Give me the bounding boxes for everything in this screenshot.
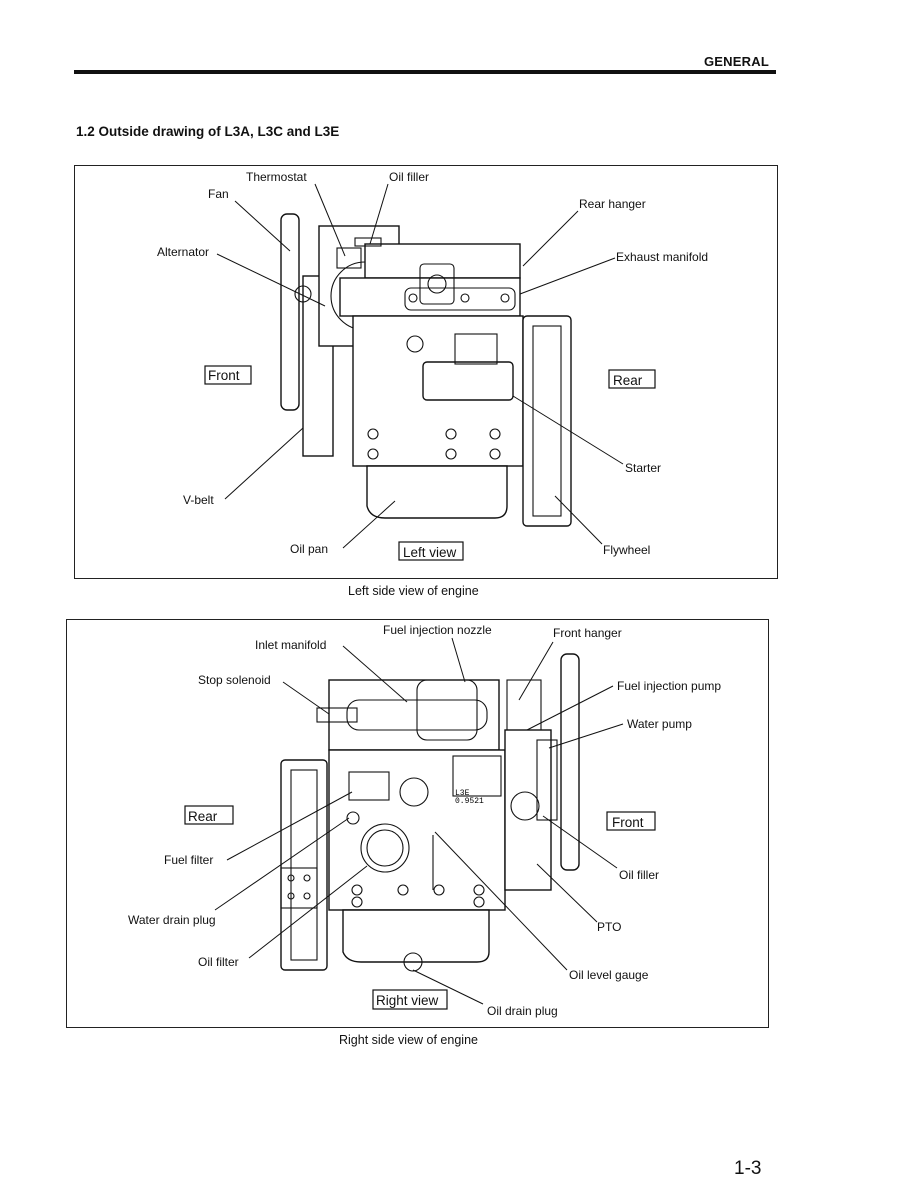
label-rear-hanger: Rear hanger: [579, 197, 646, 211]
label-front: Front: [612, 815, 644, 830]
label-fan: Fan: [208, 187, 229, 201]
label-stop-solenoid: Stop solenoid: [198, 673, 271, 687]
label-fuel-filter: Fuel filter: [164, 853, 213, 867]
left-view-figure: Thermostat Oil filler Fan Rear hanger Al…: [74, 165, 778, 579]
label-front-hanger: Front hanger: [553, 626, 622, 640]
label-oil-pan: Oil pan: [290, 542, 328, 556]
running-header: GENERAL: [704, 54, 769, 69]
label-exhaust-manifold: Exhaust manifold: [616, 250, 708, 264]
label-rear: Rear: [188, 809, 218, 824]
right-view-figure: L3E 0.9521 Fuel injection nozzle: [66, 619, 769, 1028]
fan-blade: [560, 653, 580, 871]
label-oil-filler: Oil filler: [389, 170, 429, 184]
engine-block: [328, 749, 506, 911]
view-tag-box: [372, 989, 448, 1010]
right-view-drawing: L3E 0.9521 Fuel injection nozzle: [128, 623, 721, 1018]
view-tag-box: [398, 541, 464, 561]
label-v-belt: V-belt: [183, 493, 214, 507]
label-oil-level-gauge: Oil level gauge: [569, 968, 649, 982]
label-fuel-injection-pump: Fuel injection pump: [617, 679, 721, 693]
plate-model: L3E: [455, 789, 470, 798]
starter-body: [422, 361, 514, 401]
front-tag-box: [606, 811, 656, 831]
flywheel-housing: [280, 759, 328, 971]
flywheel-housing: [522, 315, 572, 527]
label-water-drain-plug: Water drain plug: [128, 913, 216, 927]
label-starter: Starter: [625, 461, 661, 475]
rear-tag-box: [184, 805, 234, 825]
label-left-view: Left view: [403, 545, 457, 560]
oil-pan-body: [366, 465, 508, 519]
label-flywheel: Flywheel: [603, 543, 650, 557]
label-oil-filter: Oil filter: [198, 955, 239, 969]
header-rule: [74, 70, 776, 74]
label-oil-drain-plug: Oil drain plug: [487, 1004, 558, 1018]
section-title: 1.2 Outside drawing of L3A, L3C and L3E: [76, 124, 340, 139]
label-fuel-injection-nozzle: Fuel injection nozzle: [383, 623, 492, 637]
label-right-view: Right view: [376, 993, 439, 1008]
left-view-drawing: Thermostat Oil filler Fan Rear hanger Al…: [157, 170, 708, 561]
front-cover: [504, 729, 552, 891]
left-view-caption: Left side view of engine: [348, 584, 479, 598]
fan-blade: [280, 213, 300, 411]
label-rear: Rear: [613, 373, 643, 388]
right-view-caption: Right side view of engine: [339, 1033, 478, 1047]
plate-serial: 0.9521: [455, 797, 484, 806]
valve-cover: [364, 243, 521, 279]
label-oil-filler: Oil filler: [619, 868, 659, 882]
label-front: Front: [208, 368, 240, 383]
cylinder-head: [328, 679, 500, 751]
label-inlet-manifold: Inlet manifold: [255, 638, 326, 652]
front-tag-box: [204, 365, 252, 385]
label-water-pump: Water pump: [627, 717, 692, 731]
page-number: 1-3: [734, 1158, 762, 1179]
label-pto: PTO: [597, 920, 621, 934]
rear-tag-box: [608, 369, 656, 389]
oil-pan-body: [342, 909, 490, 963]
label-thermostat: Thermostat: [246, 170, 307, 184]
label-alternator: Alternator: [157, 245, 209, 259]
